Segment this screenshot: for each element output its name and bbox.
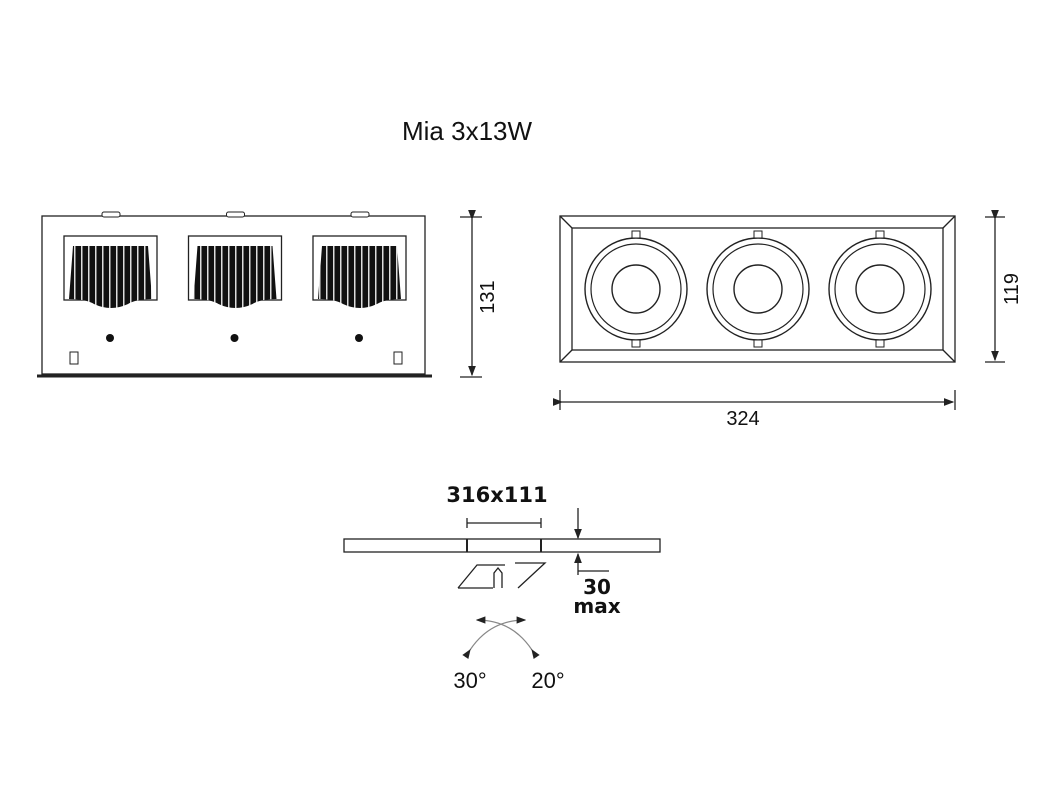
lamp-ring-inner — [590, 243, 682, 335]
mounting-clip — [101, 211, 121, 218]
height-label-top: 119 — [1001, 273, 1023, 305]
depth-value: 30 — [583, 575, 611, 599]
mounting-clip — [350, 211, 370, 218]
pivot-top — [753, 230, 763, 239]
spring-clip — [393, 351, 403, 365]
lamp-ring-outer — [706, 237, 810, 341]
drawing-title: Mia 3x13W — [402, 116, 532, 146]
lamp-ring-outer — [828, 237, 932, 341]
mounting-clip — [226, 211, 245, 218]
pivot-bottom — [875, 339, 885, 348]
top-view — [559, 215, 956, 363]
pivot-bottom — [753, 339, 763, 348]
tilt-left-label: 30° — [453, 668, 486, 693]
screw-hole — [106, 334, 114, 342]
lamp-ring-inner — [712, 243, 804, 335]
tilt-right-label: 20° — [531, 668, 564, 693]
lamp-ring-outer — [584, 237, 688, 341]
lamp-lens — [733, 264, 783, 314]
cutout-size-label: 316x111 — [446, 483, 547, 507]
pivot-bottom — [631, 339, 641, 348]
dimension-width-top: 324 — [552, 390, 956, 430]
screw-hole — [230, 334, 239, 342]
lamp-lens — [611, 264, 661, 314]
dimension-height-top: 119 — [985, 209, 1023, 363]
pivot-top — [631, 230, 641, 239]
pivot-top — [875, 230, 885, 239]
width-label-top: 324 — [726, 408, 759, 430]
heatsink-fins — [318, 246, 401, 308]
dimension-height-front: 131 — [460, 209, 499, 378]
depth-suffix: max — [573, 594, 620, 618]
spring-clip — [69, 351, 79, 365]
height-label-front: 131 — [477, 280, 499, 313]
front-view — [37, 211, 432, 378]
heatsink-fins — [69, 246, 152, 308]
screw-hole — [355, 334, 363, 342]
heatsink-fins — [193, 246, 277, 308]
lamp-ring-inner — [834, 243, 926, 335]
lamp-lens — [855, 264, 905, 314]
cutout-section: 316x111 30 max — [343, 483, 661, 618]
tilt-indicator: 30° 20° — [453, 616, 565, 693]
